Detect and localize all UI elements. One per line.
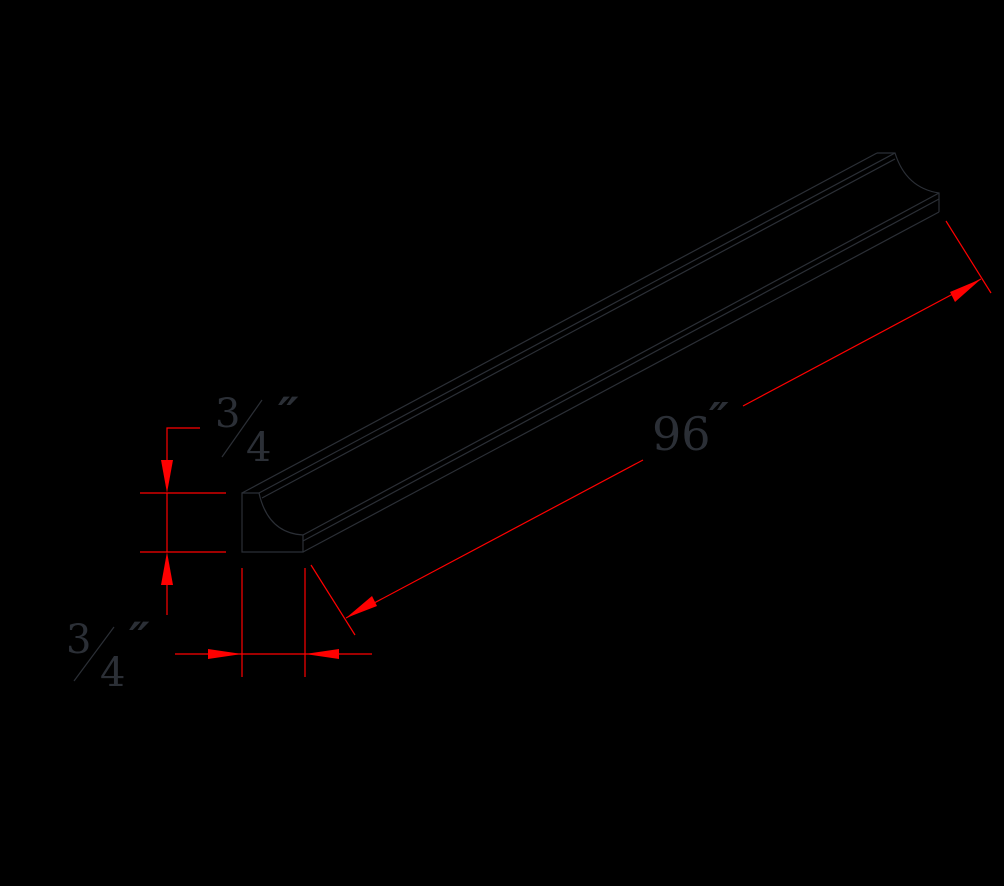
width-denominator: 4 [100,650,125,696]
height-denominator: 4 [246,425,271,471]
arrow-up-icon [161,552,173,585]
height-dimension [140,427,226,615]
top-edge-outer [241,152,878,494]
length-label: 96 ″ [652,394,729,461]
width-label: 3 4 ″ [66,612,150,696]
arrow-length-start-icon [346,596,377,618]
arrow-length-end-icon [950,279,981,302]
end-profile [877,152,940,212]
front-profile [241,492,304,553]
molding-outline [241,152,940,553]
length-unit: ″ [709,394,729,445]
width-dimension [175,568,372,677]
height-unit: ″ [278,387,299,441]
height-label: 3 4 ″ [215,387,299,471]
top-edge-inner [258,152,896,494]
height-numerator: 3 [215,391,240,437]
front-edge-top [302,192,940,536]
length-dimension [310,220,992,636]
width-unit: ″ [129,612,150,666]
top-edge-inner-2 [261,158,896,499]
arrow-right-icon [208,649,242,659]
width-numerator: 3 [66,617,91,663]
arrow-down-icon [161,460,173,493]
front-edge-bottom [302,211,940,553]
length-value: 96 [652,407,711,461]
arrow-left-icon [305,649,339,659]
front-edge-top-2 [302,198,940,542]
